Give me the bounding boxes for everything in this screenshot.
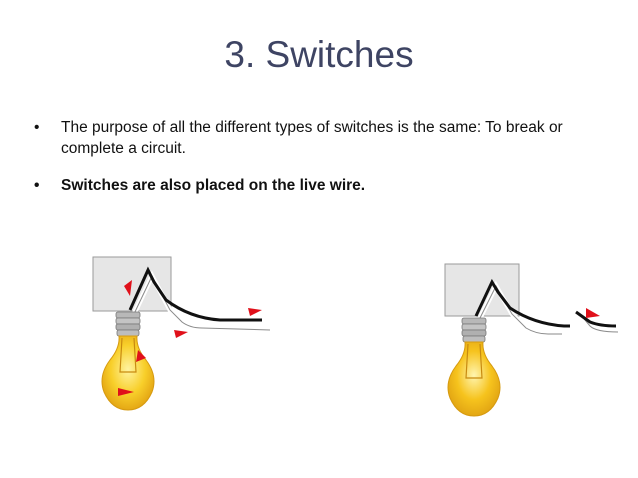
- bullet-item: • The purpose of all the different types…: [34, 117, 604, 159]
- bullet-item: • Switches are also placed on the live w…: [34, 175, 604, 196]
- bullet-marker: •: [34, 177, 40, 194]
- red-arrow-icon: [124, 280, 132, 296]
- wire-white-outline: [133, 274, 271, 331]
- bullet-text: The purpose of all the different types o…: [61, 119, 563, 157]
- bulb-base: [461, 317, 487, 343]
- slide-title: 3. Switches: [224, 34, 414, 75]
- wire-white-end-outline: [579, 313, 619, 333]
- wire-white-end: [578, 312, 619, 335]
- red-arrow-icon: [248, 308, 262, 316]
- bulb-glass: [447, 341, 501, 417]
- bullet-list: • The purpose of all the different types…: [34, 117, 604, 212]
- closed-switch-diagram: [92, 256, 271, 411]
- bullet-marker: •: [34, 119, 40, 136]
- open-switch-diagram: [444, 263, 619, 417]
- wire-black: [474, 278, 570, 328]
- wire-black: [128, 266, 262, 322]
- wire-black-end: [575, 310, 617, 328]
- red-arrow-icon: [586, 308, 600, 318]
- bulb-filament: [119, 337, 137, 373]
- red-arrow-icon: [118, 388, 134, 396]
- bulb-base: [115, 311, 141, 337]
- wire-white-outline: [479, 284, 562, 335]
- bulb-filament: [465, 343, 483, 379]
- bulb-glass: [101, 335, 155, 411]
- red-arrow-icon: [174, 330, 188, 338]
- bullet-text: Switches are also placed on the live wir…: [61, 177, 366, 194]
- switch-box: [444, 263, 520, 317]
- red-arrow-icon: [136, 350, 146, 362]
